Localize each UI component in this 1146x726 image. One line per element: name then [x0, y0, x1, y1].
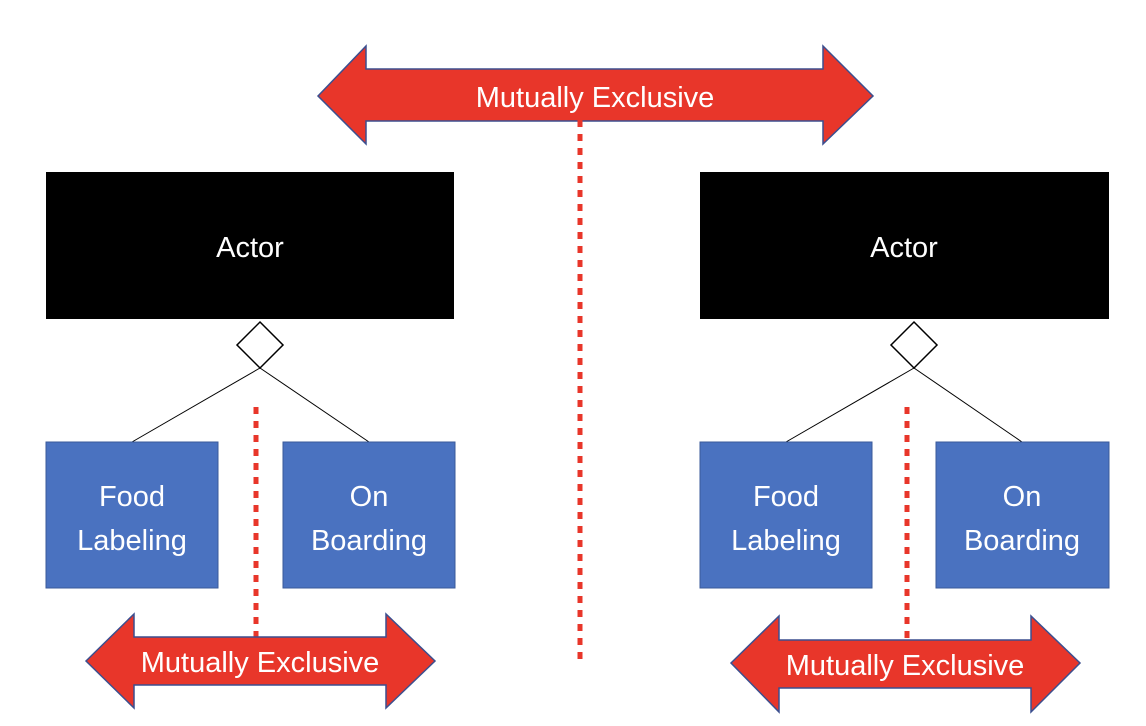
left-food-labeling-line1: Food [99, 481, 165, 513]
top-arrow-label: Mutually Exclusive [476, 82, 715, 114]
right-connector-to-onboarding [913, 367, 1023, 443]
left-or-diamond [235, 320, 285, 370]
left-double-arrow-shape [84, 612, 437, 710]
right-arrow-label: Mutually Exclusive [786, 650, 1025, 682]
top-mutually-exclusive-arrow: Mutually Exclusive [316, 44, 875, 146]
top-double-arrow-shape [316, 44, 875, 146]
right-actor-label: Actor [870, 232, 938, 264]
left-arrow-label: Mutually Exclusive [141, 647, 380, 679]
left-food-labeling-line2: Labeling [77, 525, 187, 557]
left-group: Actor Food Labeling On Boarding Mutually… [45, 172, 456, 710]
right-onboarding-line1: On [1003, 481, 1042, 513]
left-onboarding-line2: Boarding [311, 525, 427, 557]
right-onboarding-box [935, 441, 1110, 589]
left-onboarding-line1: On [350, 481, 389, 513]
right-food-labeling-line2: Labeling [731, 525, 841, 557]
left-actor-label: Actor [216, 232, 284, 264]
right-or-diamond [889, 320, 939, 370]
right-double-arrow-shape [729, 614, 1082, 714]
left-connector-to-food [131, 367, 261, 443]
left-food-labeling-box [45, 441, 219, 589]
right-onboarding-line2: Boarding [964, 525, 1080, 557]
left-onboarding-box [282, 441, 456, 589]
left-actor-box [46, 172, 454, 319]
right-food-labeling-box [699, 441, 873, 589]
right-actor-box [700, 172, 1109, 319]
right-connector-to-food [785, 367, 915, 443]
left-connector-to-onboarding [259, 367, 370, 443]
right-group: Actor Food Labeling On Boarding Mutually… [699, 172, 1110, 714]
right-food-labeling-line1: Food [753, 481, 819, 513]
